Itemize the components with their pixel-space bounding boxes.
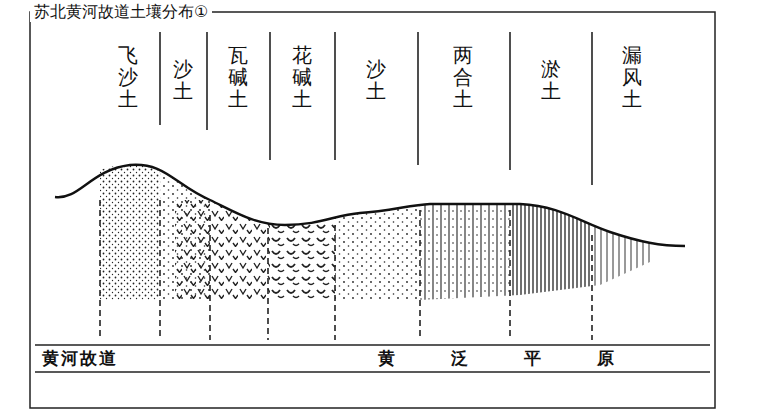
soil-type-label: 沙土	[173, 58, 193, 102]
soil-type-label: 两合土	[453, 44, 473, 110]
soil-type-label: 淤土	[541, 58, 561, 102]
frame	[30, 12, 715, 408]
soil-type-label: 沙土	[366, 58, 386, 102]
soil-type-label: 漏风土	[622, 44, 642, 110]
soil-fill	[100, 150, 652, 310]
soil-type-label: 飞沙土	[118, 44, 138, 110]
column-dividers	[160, 32, 592, 185]
region-label: 黄泛平原	[378, 349, 670, 369]
region-label: 黄河故道	[42, 349, 118, 369]
soil-type-label: 花碱土	[292, 44, 312, 110]
soil-type-label: 瓦碱土	[228, 44, 248, 110]
diagram-title: 苏北黄河故道土壤分布①	[30, 2, 212, 22]
dashed-boundaries	[100, 200, 592, 340]
base-band	[35, 345, 710, 372]
ground-profile	[55, 165, 685, 246]
